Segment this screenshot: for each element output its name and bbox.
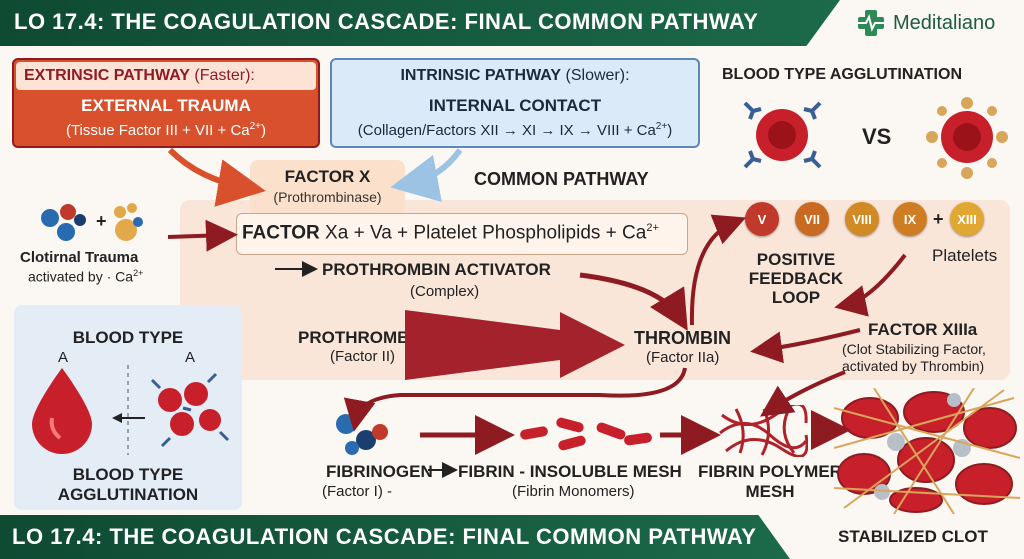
factor-xiiia-sub2: activated by Thrombin)	[842, 358, 985, 374]
fibrin-sub: (Fibrin Monomers)	[512, 483, 635, 500]
vs-label: VS	[862, 124, 892, 149]
thrombin-sub: (Factor IIa)	[646, 349, 720, 366]
pill-factor-xiii: XIII	[950, 202, 984, 236]
brand-name: Meditaliano	[893, 11, 996, 34]
intrinsic-title: INTERNAL CONTACT	[428, 96, 602, 115]
intrinsic-arrow	[390, 148, 463, 203]
agglutination-top-title: BLOOD TYPE AGGLUTINATION	[722, 66, 962, 83]
blood-type-title: BLOOD TYPE	[72, 328, 184, 347]
factor-x-title: FACTOR X	[284, 167, 371, 186]
molecule-icons: +	[41, 203, 143, 241]
factor-xiiia-title: FACTOR XIIIa	[868, 320, 978, 339]
intrinsic-heading: INTRINSIC PATHWAY (Slower):	[400, 67, 630, 84]
factor-xa-text: FACTOR Xa + Va + Platelet Phospholipids …	[242, 222, 659, 244]
header-bar	[0, 0, 840, 46]
pill-factor-viii: VIII	[845, 202, 879, 236]
medical-cross-icon	[858, 10, 884, 36]
extrinsic-header-box	[16, 62, 316, 90]
blood-type-right-label: A	[185, 349, 196, 366]
intrinsic-pathway-box	[330, 58, 700, 148]
blood-type-left-label: A	[58, 349, 69, 366]
extrinsic-heading: EXTRINSIC PATHWAY (Faster):	[24, 67, 255, 84]
brand-logo: Meditaliano	[855, 6, 1020, 40]
blood-type-caption1: BLOOD TYPE	[72, 465, 184, 484]
factor-x-background	[250, 160, 405, 215]
prothrombin-sub: (Factor II)	[330, 348, 396, 365]
rbc-antigen-icon	[926, 97, 1008, 179]
pill-factor-v: V	[745, 202, 779, 236]
pill-factor-vii: VII	[795, 202, 829, 236]
extrinsic-arrow	[167, 147, 266, 207]
polymer-line1: FIBRIN POLYMER	[698, 462, 842, 481]
footer-bar	[0, 515, 790, 559]
intrinsic-detail: (Collagen/Factors XII → XI → IX → VIII +…	[357, 121, 673, 139]
fibrinogen-title: FIBRINOGEN	[326, 462, 433, 481]
trauma-sub: activated by · Ca2+	[28, 268, 144, 285]
trauma-label: Clotirnal Trauma	[20, 249, 139, 266]
extrinsic-title: EXTERNAL TRAUMA	[81, 96, 251, 115]
thrombin-title: THROMBIN	[634, 328, 731, 348]
fibrin-title: FIBRIN - INSOLUBLE MESH	[458, 462, 682, 481]
polymer-line2: MESH	[745, 482, 795, 501]
clot-label: STABILIZED CLOT	[838, 527, 988, 546]
common-pathway-label: COMMON PATHWAY	[474, 169, 649, 189]
fibrin-monomers-icon	[520, 417, 652, 451]
fibrin-mesh-icon	[719, 405, 808, 457]
header-title: LO 17.4: THE COAGULATION CASCADE: FINAL …	[14, 9, 759, 34]
rbc-antibody-icon	[743, 101, 822, 169]
molecule-plus: +	[96, 211, 107, 231]
factor-x-sub: (Prothrombinase)	[273, 189, 382, 205]
fibrinogen-sub: (Factor I) -	[322, 483, 392, 500]
footer-title: LO 17.4: THE COAGULATION CASCADE: FINAL …	[12, 524, 757, 549]
activator-sub: (Complex)	[410, 283, 480, 300]
extrinsic-detail: (Tissue Factor III + VII + Ca2+)	[65, 121, 267, 139]
feedback-plus: +	[933, 209, 944, 229]
pill-factor-ix: IX	[893, 202, 927, 236]
blood-type-illustration	[32, 365, 230, 455]
factor-xiiia-sub1: (Clot Stabilizing Factor,	[842, 341, 986, 357]
fibrinogen-molecule-icon	[336, 414, 388, 455]
prothrombin-title: PROTHROMBIN	[298, 328, 427, 347]
stabilized-clot-icon	[834, 388, 1020, 514]
factor-xa-box	[236, 213, 688, 255]
activator-title: PROTHROMBIN ACTIVATOR	[322, 260, 551, 279]
platelets-label: Platelets	[932, 246, 998, 265]
blood-type-caption2: AGGLUTINATION	[57, 485, 199, 504]
